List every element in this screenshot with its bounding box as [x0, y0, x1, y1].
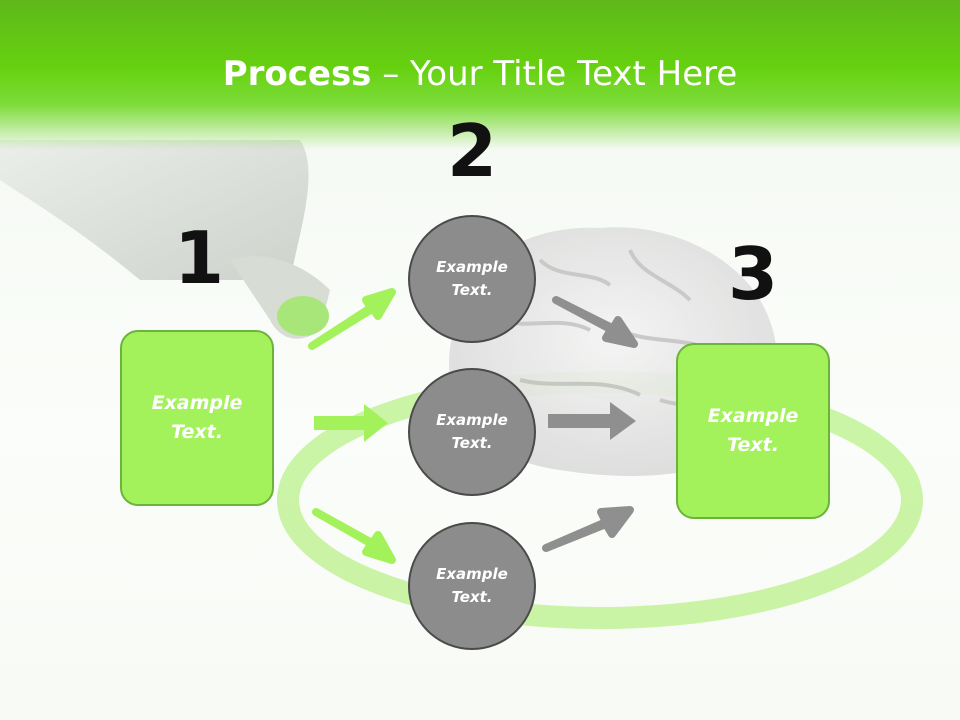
slide-title: Process – Your Title Text Here — [0, 52, 960, 96]
step-3-text: Example Text. — [707, 405, 799, 456]
arrow-1-to-top — [308, 288, 396, 350]
highlighter-marker-icon — [0, 140, 330, 339]
step-2-circle-bottom-text: Example Text. — [436, 565, 508, 606]
step-2-circle-middle: Example Text. — [408, 368, 536, 496]
arrow-1-to-bottom — [312, 508, 396, 564]
step-1-box: Example Text. — [120, 330, 274, 506]
title-rest: – Your Title Text Here — [371, 54, 738, 94]
step-2-circle-top: Example Text. — [408, 215, 536, 343]
title-bold: Process — [222, 54, 372, 94]
step-1-text: Example Text. — [151, 392, 243, 443]
arrow-middle-to-3 — [548, 402, 636, 440]
step-2-circle-middle-text: Example Text. — [436, 411, 508, 452]
step-2-number: 2 — [446, 109, 498, 193]
step-3-box: Example Text. — [676, 343, 830, 519]
arrow-top-to-3 — [552, 296, 638, 348]
header-bar — [0, 0, 960, 150]
arrow-1-to-middle — [314, 404, 388, 442]
arrow-bottom-to-3 — [542, 506, 634, 552]
step-2-circle-top-text: Example Text. — [436, 258, 508, 299]
step-2-circle-bottom: Example Text. — [408, 522, 536, 650]
step-1-number: 1 — [173, 216, 225, 300]
step-3-number: 3 — [727, 232, 779, 316]
